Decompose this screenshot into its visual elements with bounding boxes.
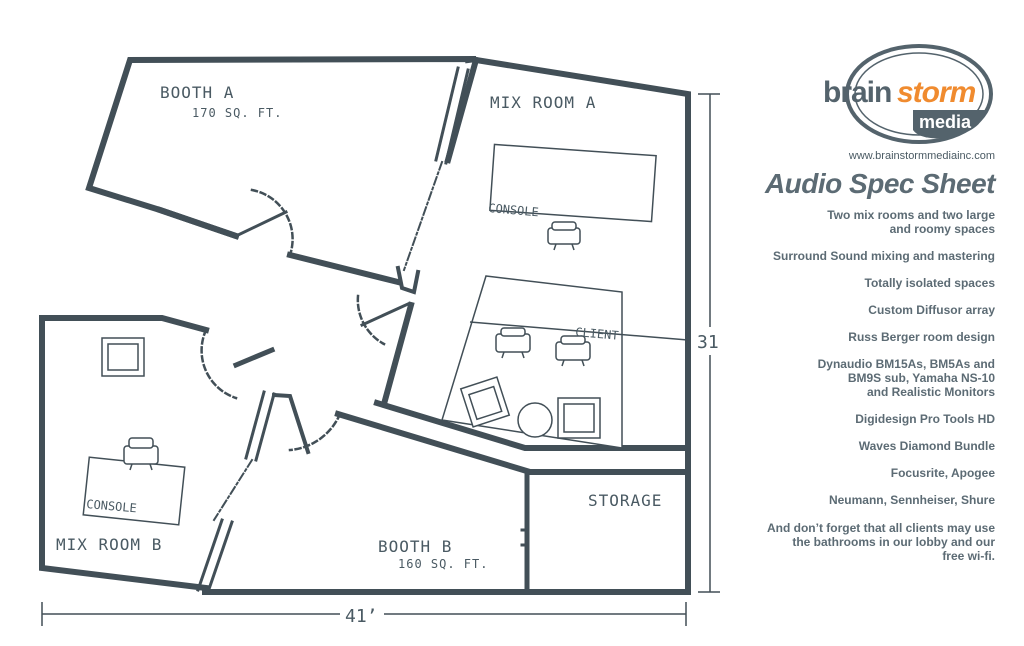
console-a-label: CONSOLE <box>488 201 540 219</box>
console-a-desk <box>489 143 657 223</box>
footnote: And don’t forget that all clients may us… <box>766 521 995 563</box>
storage-notch <box>520 528 529 547</box>
door-swing-mix-b <box>200 328 238 400</box>
booth-a-walls <box>85 56 477 286</box>
sightline-b <box>212 458 254 522</box>
client-label: CLIENT <box>575 325 619 343</box>
feature-item: Russ Berger room design <box>848 330 995 344</box>
booth-b-walls <box>202 469 691 595</box>
door-swing-booth-a <box>250 188 294 257</box>
mix-room-a-label: MIX ROOM A <box>490 93 596 112</box>
glass-a-3 <box>395 265 421 295</box>
door-leaf-mix-a <box>360 302 410 327</box>
round-table <box>517 402 553 438</box>
chair-console-b <box>123 437 159 471</box>
door-leaf-booth-a <box>233 209 289 239</box>
feature-item: Surround Sound mixing and mastering <box>772 249 995 263</box>
glass-b-1 <box>244 390 266 460</box>
console-b-label: CONSOLE <box>86 497 138 515</box>
logo-media-text: media <box>919 112 972 132</box>
booth-b-label: BOOTH B <box>378 537 452 556</box>
glass-b-4 <box>206 520 234 594</box>
glass-b-3 <box>196 518 224 592</box>
feature-item: Focusrite, Apogee <box>890 466 995 480</box>
logo-brain-text: brain <box>823 76 892 109</box>
armchair-left-inner <box>467 385 503 421</box>
sofa-b-inner <box>107 343 139 371</box>
armchair-right-inner <box>563 403 595 433</box>
feature-item: Waves Diamond Bundle <box>858 439 995 453</box>
booth-b-area: 160 SQ. FT. <box>398 557 488 571</box>
booth-a-area: 170 SQ. FT. <box>192 106 282 120</box>
height-dimension: 31’ <box>697 332 720 353</box>
logo-storm-text: storm <box>897 76 976 109</box>
feature-item: Custom Diffusor array <box>868 303 995 317</box>
chair-console-a <box>547 221 581 251</box>
feature-item: Neumann, Sennheiser, Shure <box>828 493 995 507</box>
glass-a-2 <box>444 68 470 165</box>
spec-panel: brain storm media www.brainstormmediainc… <box>740 40 996 563</box>
feature-item: Dynaudio BM15As, BM5As and BM9S sub, Yam… <box>817 357 995 399</box>
mix-room-b-label: MIX ROOM B <box>56 535 162 554</box>
website-link[interactable]: www.brainstormmediainc.com <box>848 150 995 162</box>
spec-sheet-title: Audio Spec Sheet <box>764 168 996 199</box>
sightline-a <box>402 160 444 272</box>
storage-label: STORAGE <box>588 491 662 510</box>
chair-client-1 <box>495 327 531 359</box>
mix-room-a-walls <box>380 56 691 455</box>
door-swing-booth-b <box>288 412 342 452</box>
width-dimension: 41’ <box>345 606 378 627</box>
floor-plan: BOOTH A 170 SQ. FT. MIX ROOM A CONSOLE C… <box>39 56 720 627</box>
chair-client-2 <box>555 335 591 367</box>
booth-a-walls-2 <box>156 206 240 240</box>
glass-a-1 <box>434 66 460 162</box>
brainstorm-logo: brain storm media <box>815 40 995 150</box>
mix-room-b-walls <box>39 315 210 592</box>
feature-item: Two mix rooms and two large and roomy sp… <box>827 208 995 236</box>
client-table-line <box>469 321 689 341</box>
booth-a-wall-east <box>444 56 480 164</box>
glass-b-2 <box>254 392 276 462</box>
mix-room-a-wall-south <box>373 399 691 451</box>
booth-a-label: BOOTH A <box>160 83 234 102</box>
feature-item: Digidesign Pro Tools HD <box>855 412 995 426</box>
feature-list: Two mix rooms and two large and roomy sp… <box>740 208 995 507</box>
corridor-wall <box>334 410 691 475</box>
mix-room-b-wall-door <box>232 346 276 369</box>
feature-item: Totally isolated spaces <box>864 276 996 290</box>
booth-b-door-wall <box>271 392 311 455</box>
